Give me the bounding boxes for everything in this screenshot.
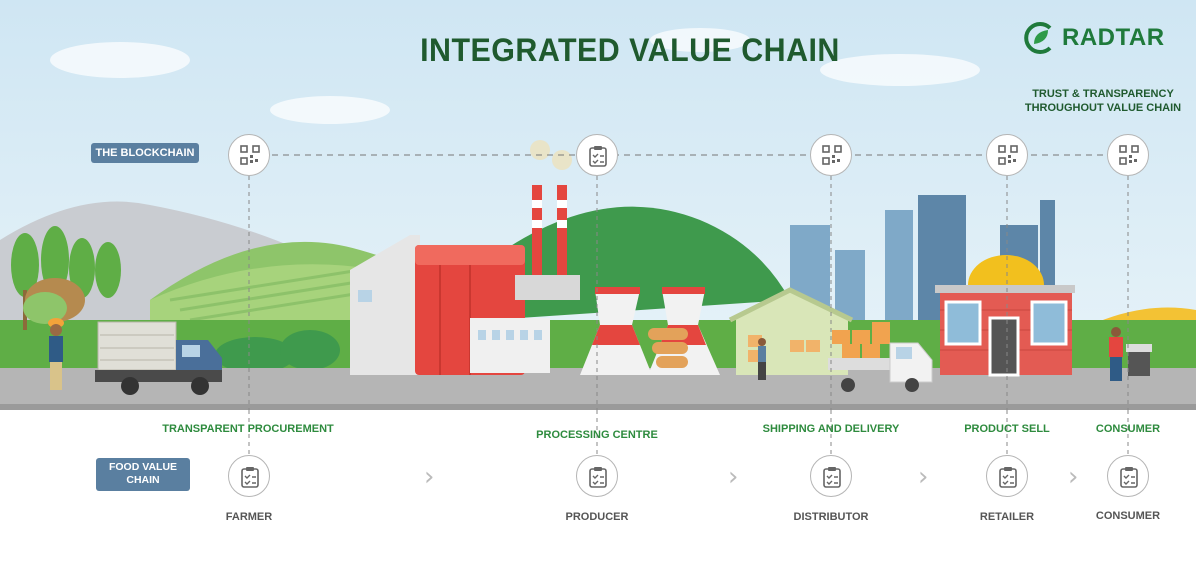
chevron-right-icon: › (1068, 462, 1079, 492)
clipboard-check-icon (1120, 467, 1138, 488)
role-distributor: DISTRIBUTOR (793, 511, 869, 523)
blockchain-node-producer (576, 134, 618, 176)
step-title-consumer: CONSUMER (1095, 423, 1161, 435)
blockchain-node-retailer (986, 134, 1028, 176)
qr-code-icon (998, 145, 1018, 165)
qr-code-icon (1119, 145, 1139, 165)
food-value-chain-label: FOOD VALUE CHAIN (96, 458, 190, 491)
food-chain-node-producer (576, 455, 618, 497)
leaf-c-logo-icon (1024, 22, 1052, 54)
food-chain-node-distributor (810, 455, 852, 497)
blockchain-node-consumer (1107, 134, 1149, 176)
role-retailer: RETAILER (979, 511, 1035, 523)
step-title-processing: PROCESSING CENTRE (536, 429, 658, 441)
clipboard-check-icon (241, 467, 259, 488)
step-title-procurement: TRANSPARENT PROCUREMENT (162, 423, 334, 435)
role-farmer: FARMER (225, 511, 273, 523)
blockchain-node-distributor (810, 134, 852, 176)
qr-code-icon (822, 145, 842, 165)
role-consumer: CONSUMER (1095, 510, 1161, 522)
page-title: INTEGRATED VALUE CHAIN (420, 32, 840, 68)
tagline-line-2: THROUGHOUT VALUE CHAIN (1024, 102, 1182, 114)
tagline-line-1: TRUST & TRANSPARENCY (1032, 88, 1174, 100)
blockchain-node-farmer (228, 134, 270, 176)
food-value-chain-line-2: CHAIN (126, 474, 160, 486)
step-title-shipping: SHIPPING AND DELIVERY (762, 423, 900, 435)
clipboard-check-icon (589, 146, 607, 167)
qr-code-icon (240, 145, 260, 165)
brand-logo: RADTAR (1020, 20, 1190, 56)
clipboard-check-icon (589, 467, 607, 488)
brand-name: RADTAR (1062, 24, 1165, 51)
blockchain-label: THE BLOCKCHAIN (91, 143, 199, 163)
step-title-product-sell: PRODUCT SELL (964, 423, 1050, 435)
clipboard-check-icon (999, 467, 1017, 488)
chevron-right-icon: › (424, 462, 435, 492)
chevron-right-icon: › (728, 462, 739, 492)
clipboard-check-icon (823, 467, 841, 488)
food-chain-node-retailer (986, 455, 1028, 497)
tagline: TRUST & TRANSPARENCY THROUGHOUT VALUE CH… (1010, 87, 1196, 115)
food-value-chain-line-1: FOOD VALUE (108, 461, 178, 473)
role-producer: PRODUCER (565, 511, 629, 523)
food-chain-node-farmer (228, 455, 270, 497)
chevron-right-icon: › (918, 462, 929, 492)
food-chain-node-consumer (1107, 455, 1149, 497)
